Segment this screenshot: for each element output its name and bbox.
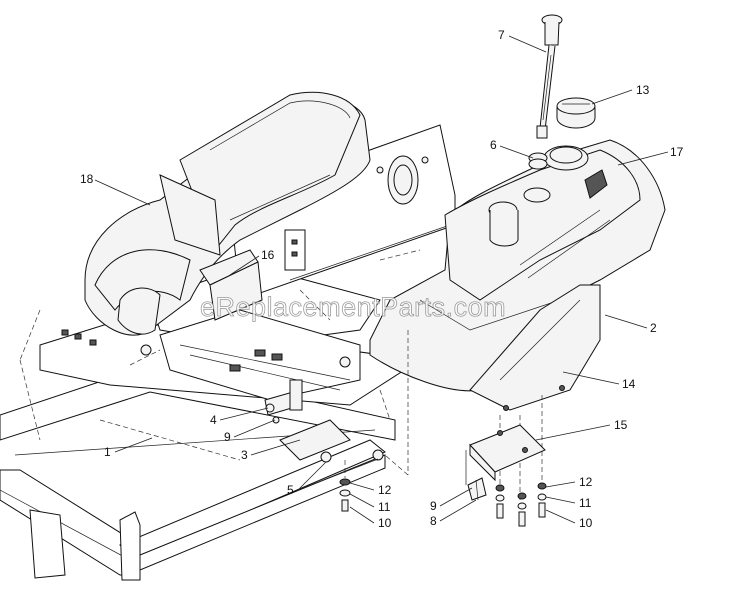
callout-10-right: 10 — [579, 516, 593, 530]
watermark: eReplacementParts.com — [200, 292, 506, 322]
callout-13: 13 — [636, 83, 650, 97]
heat-shield-14 — [469, 284, 601, 411]
callout-16: 16 — [261, 248, 275, 262]
callout-12-right: 12 — [579, 475, 593, 489]
seat-mount-plate — [39, 264, 422, 406]
callout-9-right: 9 — [430, 499, 437, 513]
callout-11-right: 11 — [579, 496, 592, 510]
left-fender-18 — [84, 91, 371, 336]
callout-10-left: 10 — [378, 516, 392, 530]
callout-9-left: 9 — [224, 430, 231, 444]
callout-6: 6 — [490, 138, 497, 152]
leader-lines — [94, 35, 669, 524]
callout-2: 2 — [650, 321, 657, 335]
callout-14: 14 — [622, 377, 636, 391]
pin-8 — [467, 477, 487, 501]
bracket-15 — [465, 424, 546, 485]
hardware-right — [495, 482, 547, 527]
callout-1: 1 — [104, 445, 111, 459]
grommet-6 — [528, 152, 548, 170]
callout-12-left: 12 — [378, 483, 392, 497]
fuel-gauge-7 — [536, 14, 563, 139]
callout-3: 3 — [241, 448, 248, 462]
bracket-16 — [199, 249, 263, 321]
fuel-tank-17 — [369, 139, 666, 392]
callout-labels: 7 13 6 17 18 16 2 14 15 1 4 9 3 5 12 11 … — [80, 28, 684, 530]
callout-4: 4 — [210, 413, 217, 427]
chassis-frame — [0, 309, 396, 581]
rear-upright-panel — [229, 124, 456, 301]
callout-5: 5 — [287, 483, 294, 497]
callout-8: 8 — [430, 514, 437, 528]
callout-11-left: 11 — [378, 500, 391, 514]
callout-7: 7 — [498, 28, 505, 42]
hardware-left — [320, 449, 384, 512]
fuel-cap-13 — [556, 97, 596, 129]
callout-18: 18 — [80, 172, 94, 186]
pivot-hardware — [264, 379, 351, 461]
callout-15: 15 — [614, 418, 628, 432]
callout-17: 17 — [670, 145, 684, 159]
